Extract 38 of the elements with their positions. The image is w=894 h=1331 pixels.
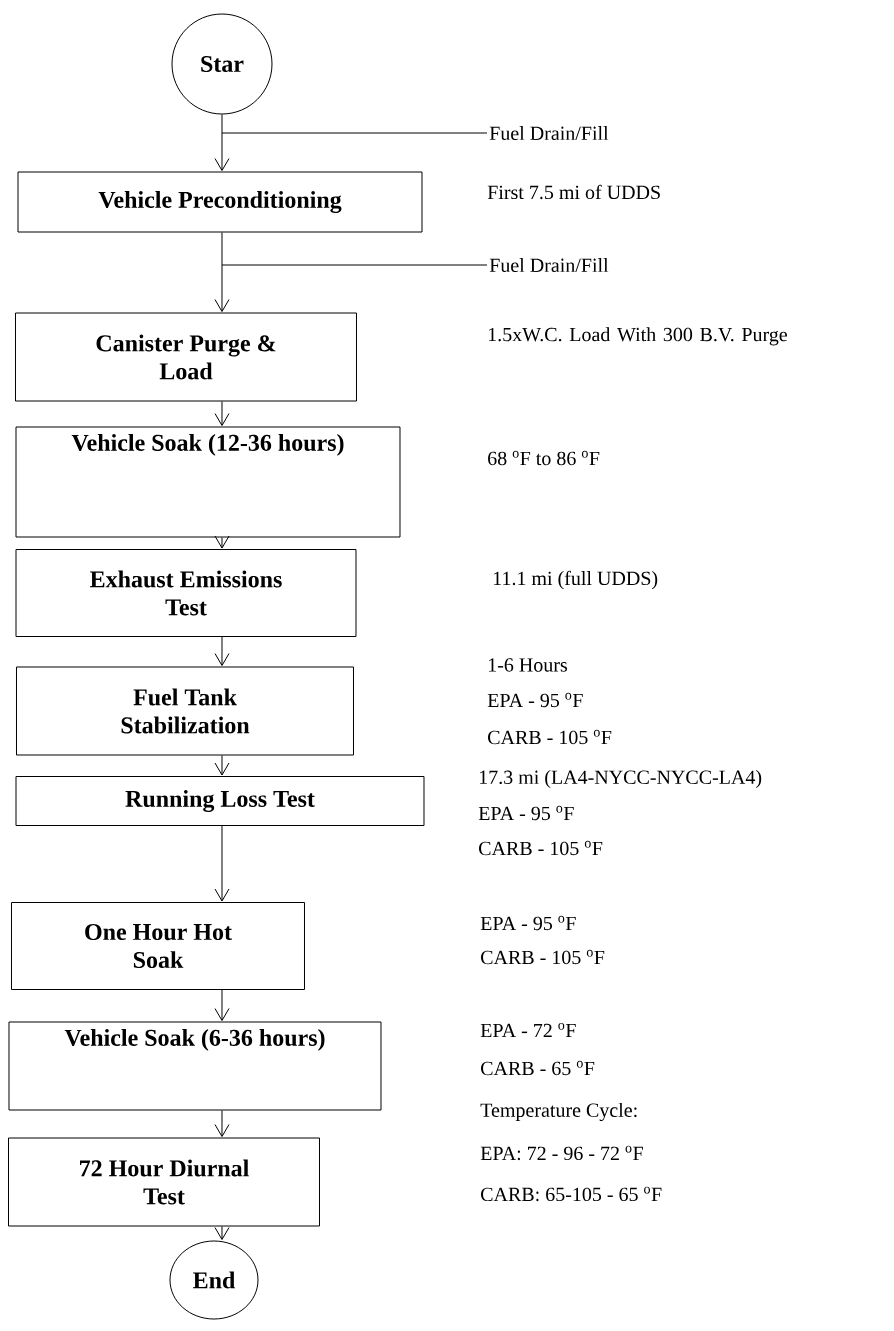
note-text: EPA - 95 $^{o}$F	[487, 692, 583, 708]
note-text: Temperature Cycle:	[480, 1102, 637, 1122]
note-text: 1-6 Hours	[488, 658, 567, 672]
note-text: 1.5xW.C. Load With 300 B.V. Purge	[488, 327, 787, 346]
process-box: Fuel Tank Stabilization	[16, 666, 354, 756]
arrow	[214, 401, 230, 426]
arrow	[214, 636, 230, 666]
process-box: Exhaust Emissions Test	[15, 549, 357, 637]
arrow	[214, 825, 230, 902]
arrow	[214, 114, 230, 171]
process-box: Canister Purge & Load	[15, 312, 357, 402]
note-text: CARB - 105 $^{o}$F	[481, 949, 605, 965]
side-note: Fuel Drain/Fill	[489, 125, 609, 141]
process-box: Vehicle Preconditioning	[17, 171, 423, 233]
side-note: Fuel Drain/Fill	[489, 257, 609, 273]
note-text: CARB: 65-105 - 65 $^{o}$F	[481, 1186, 662, 1202]
arrow	[214, 1110, 230, 1137]
note-text: CARB - 105 $^{o}$F	[479, 840, 603, 856]
note-text: CARB - 65 $^{o}$F	[481, 1060, 595, 1076]
note-text: 68 $^{o}$F to 86 $^{o}$F	[488, 450, 600, 466]
note-text: EPA: 72 - 96 - 72 $^{o}$F	[480, 1145, 643, 1161]
note-text: EPA - 95 $^{o}$F	[478, 805, 574, 821]
process-box: 72 Hour Diurnal Test	[8, 1137, 320, 1227]
note-text: 11.1 mi (full UDDS)	[493, 570, 658, 590]
note-text: CARB - 105 $^{o}$F	[488, 729, 612, 745]
process-box: One Hour Hot Soak	[11, 902, 305, 990]
leader-line	[221, 264, 488, 266]
arrow	[214, 232, 230, 312]
process-box: Vehicle Soak (12-36 hours)	[15, 426, 401, 538]
note-text: EPA - 72 $^{o}$F	[480, 1022, 576, 1038]
leader-line	[221, 132, 488, 134]
process-box: Vehicle Soak (6-36 hours)	[8, 1021, 382, 1111]
arrow	[214, 755, 230, 776]
note-text: 17.3 mi (LA4-NYCC-NYCC-LA4)	[479, 769, 762, 789]
arrow	[214, 989, 230, 1021]
note-text: First 7.5 mi of UDDS	[487, 184, 660, 200]
note-text: EPA - 95 $^{o}$F	[480, 915, 576, 931]
process-box: Running Loss Test	[15, 776, 425, 826]
